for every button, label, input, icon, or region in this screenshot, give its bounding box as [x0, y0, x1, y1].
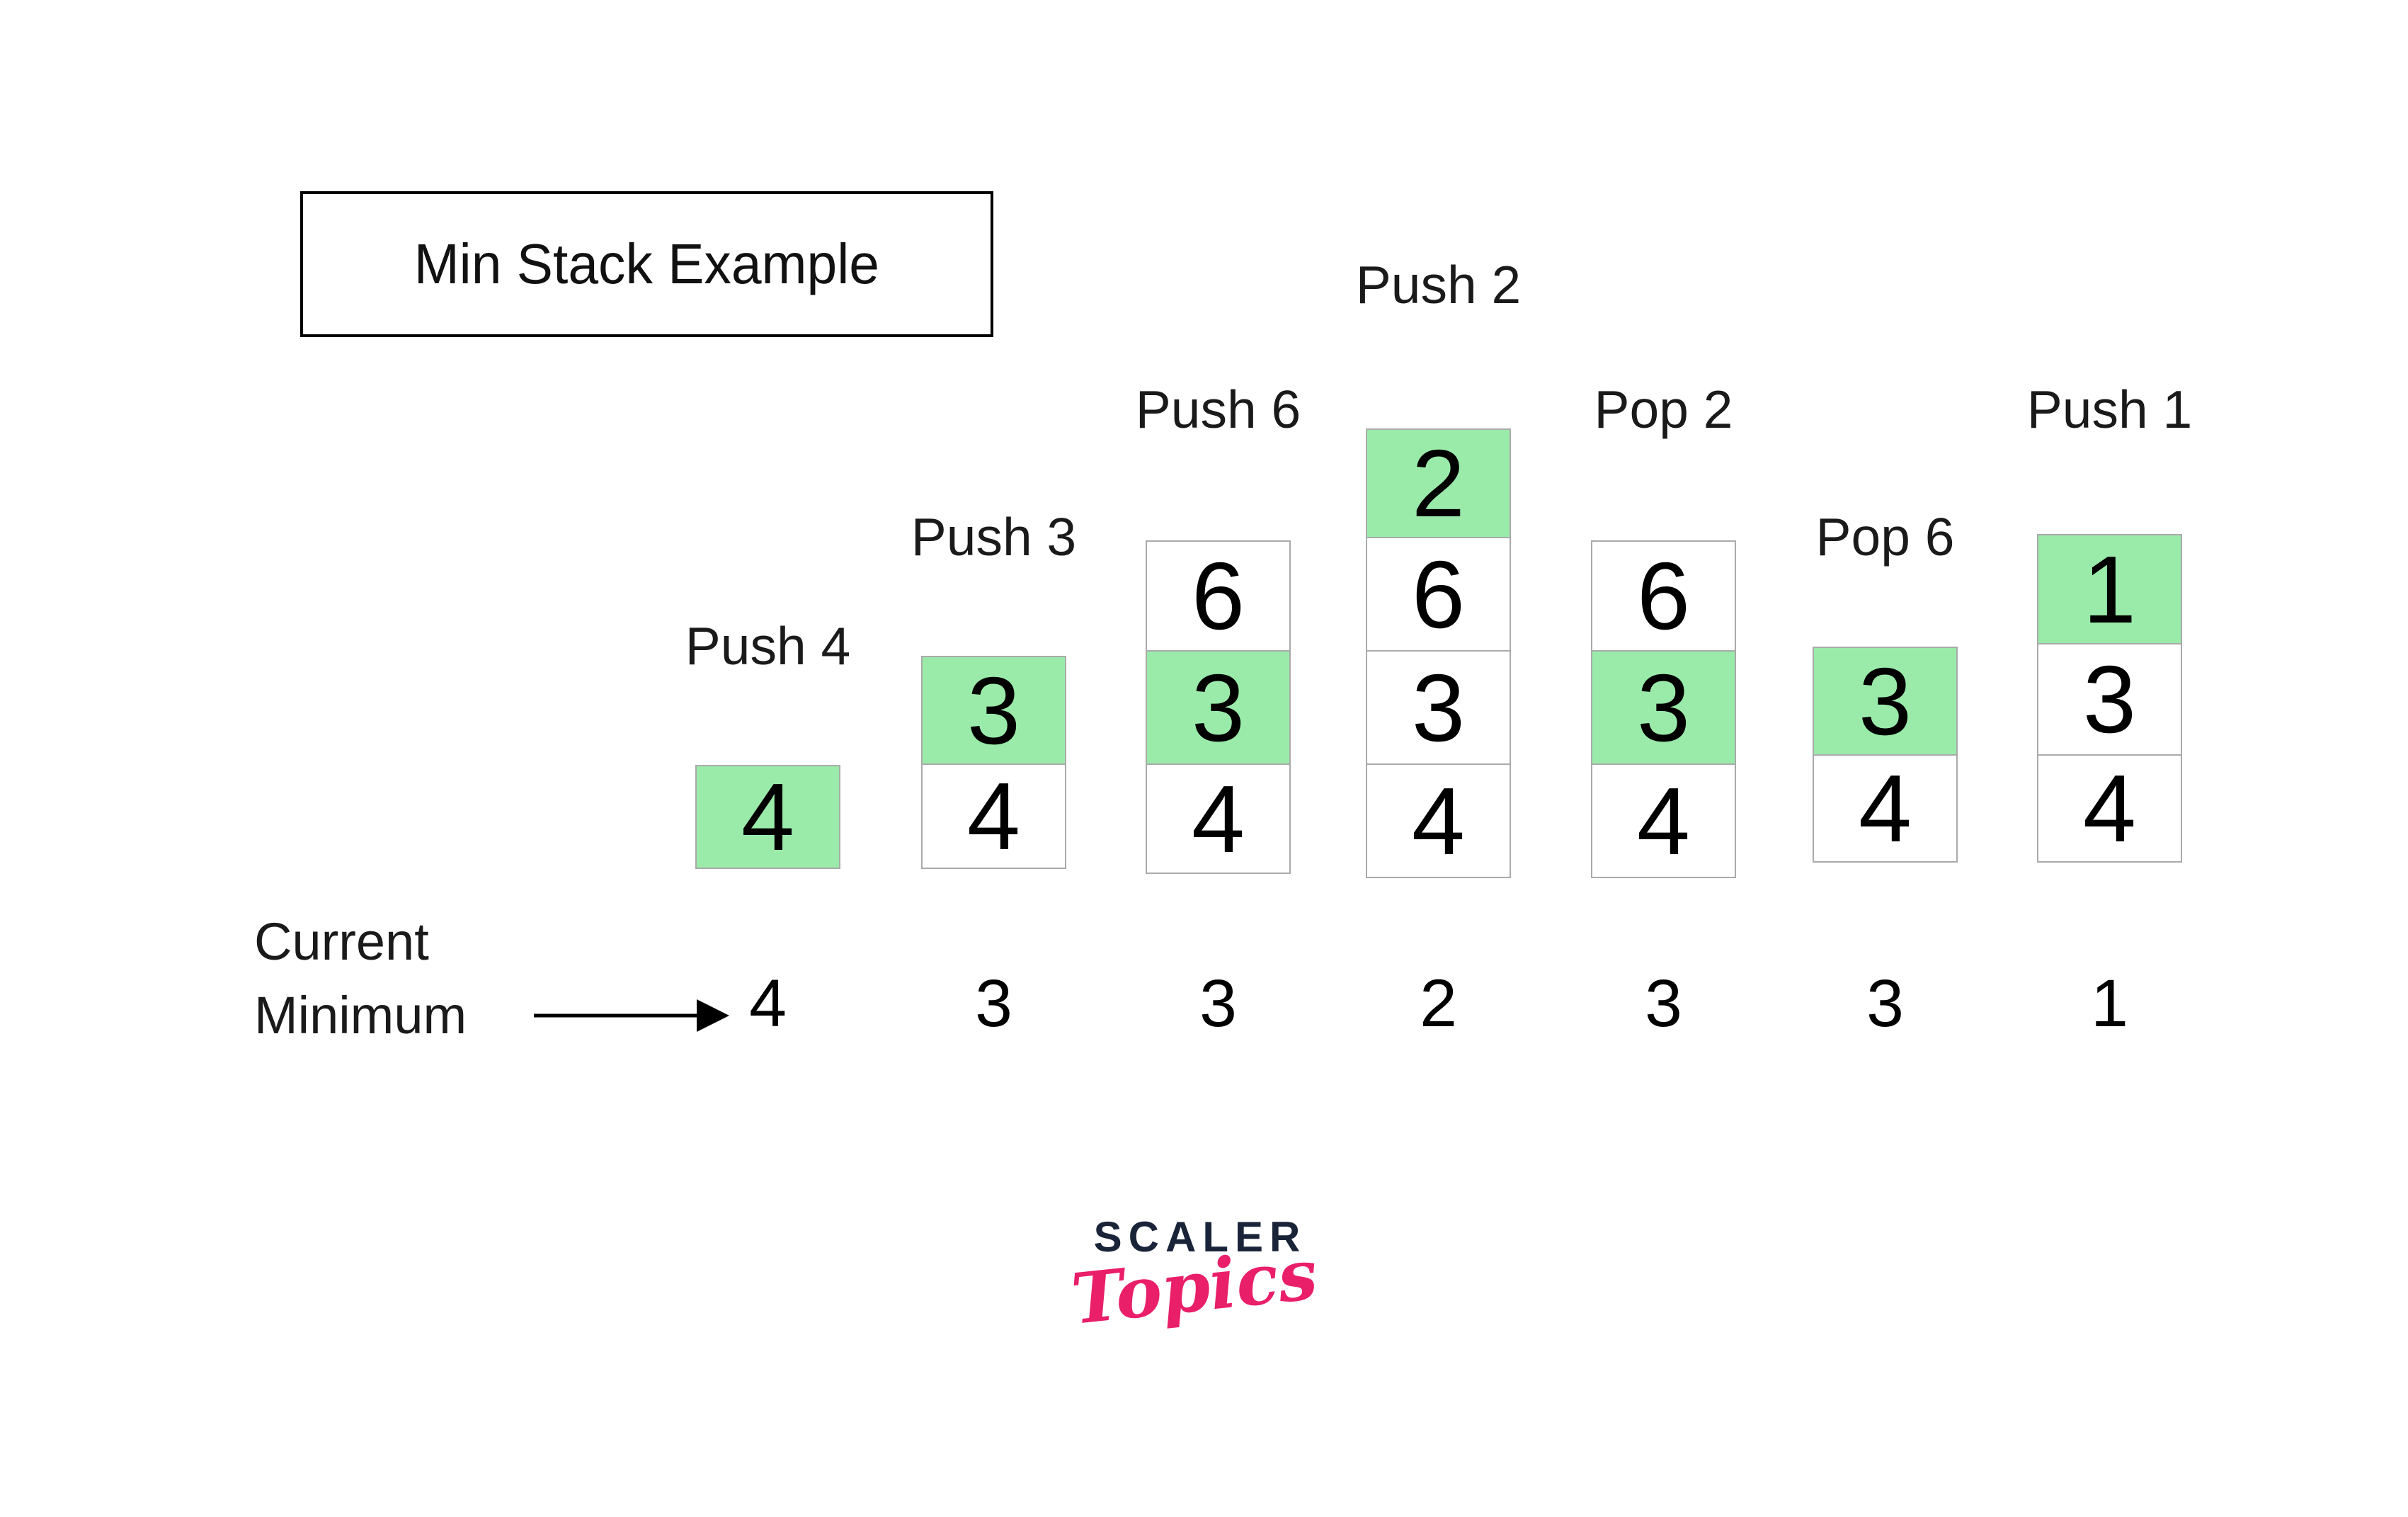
stack-cell-minimum: 2 [1366, 428, 1511, 538]
stack-operation-label: Pop 6 [1815, 507, 1955, 567]
stack-operation-label: Push 3 [911, 507, 1077, 567]
stack-cell-minimum: 3 [1813, 647, 1958, 756]
stack-cell: 4 [1366, 763, 1511, 878]
diagram-title: Min Stack Example [413, 232, 880, 295]
logo-scaler-text: SCALER [1093, 1213, 1307, 1261]
arrow-right-icon [534, 999, 729, 1032]
stack-operation-label: Push 2 [1355, 255, 1522, 314]
stack-cell-minimum: 3 [1591, 650, 1736, 765]
current-minimum-value: 2 [1420, 966, 1457, 1041]
stack-cell: 4 [921, 763, 1066, 869]
stack-cell-minimum: 4 [695, 765, 840, 869]
stack-operation-label: Push 1 [2026, 380, 2193, 439]
current-minimum-label-line1: Current [254, 912, 429, 971]
title-box: Min Stack Example [300, 191, 993, 337]
current-minimum-value: 4 [749, 966, 787, 1041]
stack-cell: 6 [1146, 540, 1291, 652]
stack-cell: 3 [2037, 643, 2182, 756]
stack-cell: 6 [1591, 540, 1736, 652]
current-minimum-value: 3 [1645, 966, 1682, 1041]
current-minimum-value: 3 [1199, 966, 1237, 1041]
stack-cell: 6 [1366, 537, 1511, 652]
stack-cell: 4 [1146, 763, 1291, 874]
stack-operation-label: Pop 2 [1594, 380, 1733, 439]
stack-cell-minimum: 3 [1146, 650, 1291, 765]
stack-cell-minimum: 1 [2037, 534, 2182, 644]
stack-cell: 4 [2037, 754, 2182, 863]
stack-cell: 3 [1366, 650, 1511, 765]
current-minimum-value: 1 [2091, 966, 2128, 1041]
stack-cell-minimum: 3 [921, 656, 1066, 765]
stack-operation-label: Push 6 [1135, 380, 1301, 439]
stack-cell: 4 [1813, 754, 1958, 863]
stack-operation-label: Push 4 [685, 616, 851, 676]
current-minimum-value: 3 [975, 966, 1012, 1041]
current-minimum-label-line2: Minimum [254, 986, 467, 1045]
stack-cell: 4 [1591, 763, 1736, 878]
current-minimum-value: 3 [1866, 966, 1904, 1041]
